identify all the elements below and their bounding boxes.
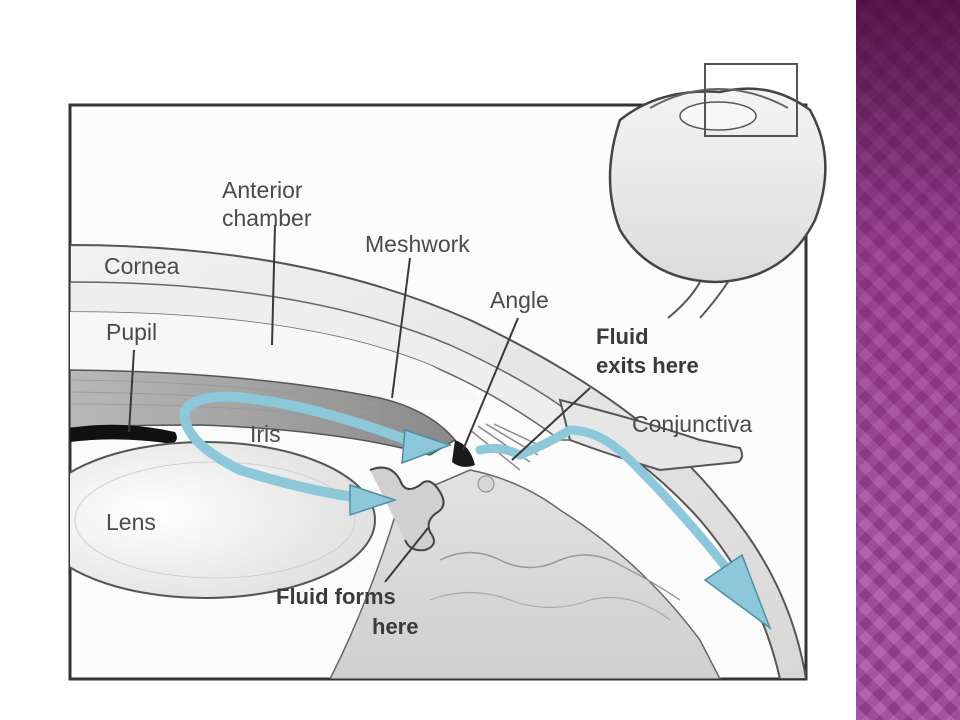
- label-meshwork: Meshwork: [365, 231, 470, 257]
- ciliary-processes: [369, 466, 445, 552]
- label-angle: Angle: [490, 287, 549, 313]
- fluid-flow-path: [179, 391, 425, 505]
- leader-fluid-forms: [384, 527, 429, 583]
- eye-overview-inset: [608, 63, 827, 319]
- decorative-side-strip: [856, 0, 960, 720]
- pupil-edge: [70, 424, 177, 444]
- label-fluid-exits-line1: Fluid: [596, 324, 649, 349]
- lens: [70, 441, 376, 599]
- schlemm-canal-dot: [477, 475, 495, 493]
- leader-fluid-exits: [511, 387, 591, 461]
- leader-angle: [462, 317, 519, 451]
- leader-meshwork: [391, 257, 411, 399]
- label-conjunctiva: Conjunctiva: [632, 411, 752, 437]
- leader-lines: [128, 224, 591, 583]
- choroid-waves: [439, 551, 681, 601]
- inset-cornea: [649, 88, 789, 109]
- leader-pupil: [128, 349, 135, 433]
- optic-nerve: [667, 281, 729, 319]
- label-iris: Iris: [250, 421, 281, 447]
- label-fluid-forms-line2: here: [372, 614, 418, 639]
- fluid-arrowhead-origin: [349, 483, 398, 517]
- fluid-flow-exit: [475, 425, 755, 610]
- label-anterior-chamber-line2: chamber: [222, 205, 312, 231]
- magnify-box: [704, 63, 798, 137]
- label-cornea: Cornea: [104, 253, 180, 279]
- leader-anterior-chamber: [271, 224, 276, 346]
- angle-recess: [452, 440, 475, 467]
- label-fluid-exits-line2: exits here: [596, 353, 699, 378]
- conjunctiva: [558, 398, 744, 472]
- inset-lens: [679, 101, 757, 131]
- eye-anatomy-diagram: Anterior chamber Meshwork Cornea Angle P…: [68, 63, 827, 681]
- iris: [70, 369, 457, 456]
- label-lens: Lens: [106, 509, 156, 535]
- fluid-arrowhead-exit: [703, 553, 772, 631]
- label-pupil: Pupil: [106, 319, 157, 345]
- fluid-arrowhead-angle: [401, 428, 453, 465]
- label-fluid-forms-line1: Fluid forms: [276, 584, 396, 609]
- label-anterior-chamber-line1: Anterior: [222, 177, 303, 203]
